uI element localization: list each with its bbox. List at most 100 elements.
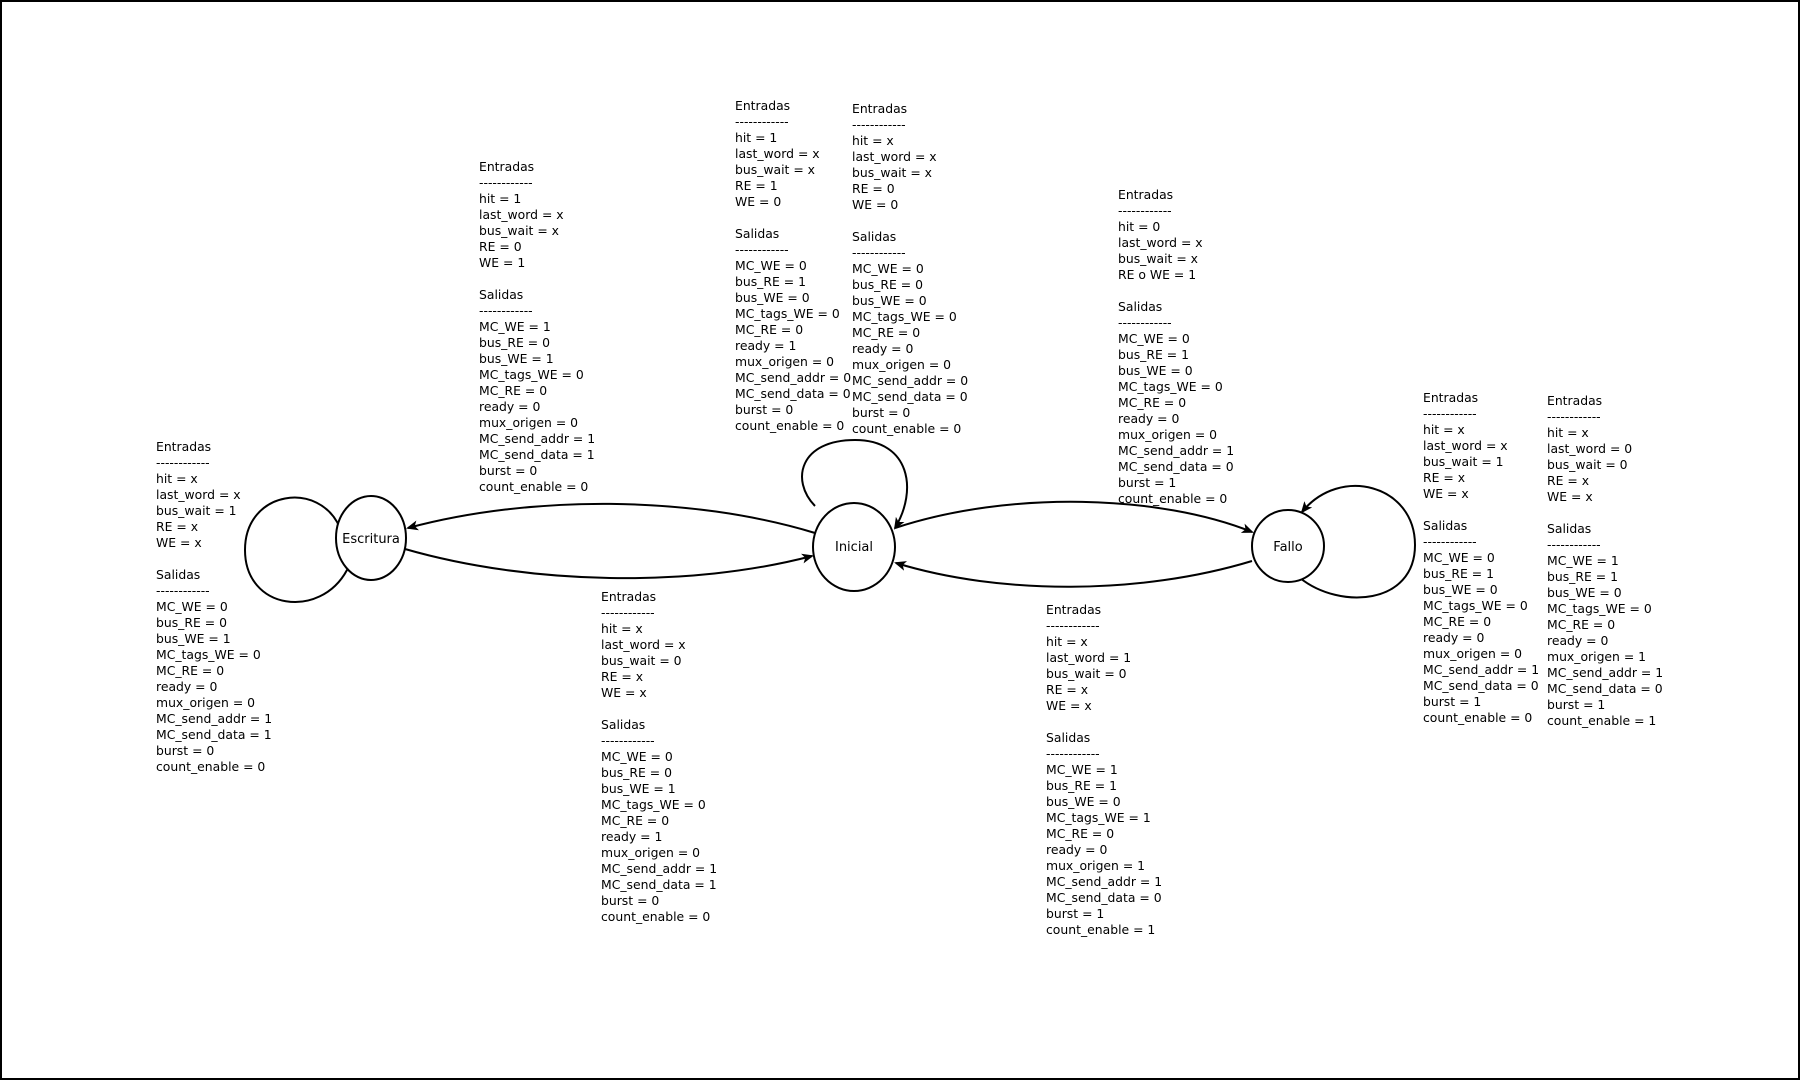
inputs-separator: ------------ (156, 455, 210, 470)
output-assignment: ready = 0 (1118, 411, 1180, 426)
output-assignment: MC_WE = 0 (156, 599, 228, 614)
block-spacer (1423, 502, 1539, 518)
input-condition: bus_wait = 0 (1046, 666, 1127, 681)
transition-fallo-self (1299, 485, 1417, 599)
input-condition: last_word = x (735, 146, 820, 161)
output-assignment: MC_send_data = 0 (1118, 459, 1234, 474)
output-assignment: MC_send_data = 0 (1547, 681, 1663, 696)
outputs-title: Salidas (852, 229, 897, 244)
input-condition: RE = x (156, 519, 199, 534)
output-assignment: MC_send_addr = 0 (852, 373, 969, 388)
inputs-title: Entradas (852, 101, 908, 116)
input-condition: WE = x (1547, 489, 1593, 504)
output-assignment: burst = 1 (1423, 694, 1482, 709)
input-condition: bus_wait = x (1118, 251, 1198, 266)
output-assignment: burst = 0 (479, 463, 538, 478)
outputs-title: Salidas (735, 226, 780, 241)
outputs-title: Salidas (1547, 521, 1592, 536)
input-condition: last_word = x (479, 207, 564, 222)
input-condition: bus_wait = x (852, 165, 932, 180)
input-condition: WE = 0 (852, 197, 899, 212)
outputs-title: Salidas (1118, 299, 1163, 314)
output-assignment: count_enable = 0 (601, 909, 711, 924)
output-assignment: MC_RE = 0 (1118, 395, 1187, 410)
transition-inicial-self (801, 438, 908, 530)
output-assignment: count_enable = 0 (852, 421, 962, 436)
input-condition: bus_wait = x (479, 223, 559, 238)
input-condition: hit = 1 (735, 130, 778, 145)
output-assignment: bus_RE = 1 (735, 274, 806, 289)
input-condition: bus_wait = 1 (156, 503, 237, 518)
output-assignment: MC_RE = 0 (479, 383, 548, 398)
block-spacer (601, 701, 717, 717)
block-spacer (479, 271, 595, 287)
outputs-title: Salidas (1423, 518, 1468, 533)
output-assignment: MC_RE = 0 (852, 325, 921, 340)
outputs-title: Salidas (479, 287, 524, 302)
output-assignment: MC_WE = 1 (479, 319, 551, 334)
output-assignment: MC_WE = 0 (1118, 331, 1190, 346)
inputs-separator: ------------ (479, 175, 533, 190)
output-assignment: count_enable = 0 (479, 479, 589, 494)
input-condition: RE = 0 (852, 181, 895, 196)
input-condition: hit = x (852, 133, 894, 148)
block-spacer (156, 551, 272, 567)
output-assignment: bus_WE = 0 (1046, 794, 1121, 809)
input-condition: WE = x (1423, 486, 1469, 501)
inputs-title: Entradas (479, 159, 535, 174)
state-fallo: Fallo (1251, 509, 1325, 583)
output-assignment: MC_send_addr = 1 (1046, 874, 1163, 889)
input-condition: last_word = 1 (1046, 650, 1132, 665)
output-assignment: burst = 0 (601, 893, 660, 908)
output-assignment: MC_tags_WE = 0 (156, 647, 261, 662)
state-inicial-label: Inicial (835, 540, 873, 555)
output-assignment: MC_WE = 0 (735, 258, 807, 273)
state-inicial: Inicial (812, 502, 896, 592)
outputs-separator: ------------ (1547, 537, 1601, 552)
input-condition: WE = x (601, 685, 647, 700)
output-assignment: burst = 1 (1118, 475, 1177, 490)
output-assignment: mux_origen = 1 (1046, 858, 1146, 873)
output-assignment: MC_tags_WE = 0 (479, 367, 584, 382)
inputs-title: Entradas (601, 589, 657, 604)
outputs-title: Salidas (1046, 730, 1091, 745)
output-assignment: bus_RE = 1 (1046, 778, 1117, 793)
output-assignment: MC_send_addr = 1 (1423, 662, 1540, 677)
output-assignment: burst = 1 (1547, 697, 1606, 712)
outputs-separator: ------------ (156, 583, 210, 598)
inputs-title: Entradas (1423, 390, 1479, 405)
output-assignment: MC_send_addr = 1 (156, 711, 273, 726)
transition-escritura-to-inicial (404, 548, 814, 580)
output-assignment: ready = 0 (1423, 630, 1485, 645)
output-assignment: bus_RE = 1 (1547, 569, 1618, 584)
outputs-separator: ------------ (735, 242, 789, 257)
input-condition: bus_wait = 1 (1423, 454, 1504, 469)
transition-inicial-to-fallo (894, 500, 1254, 533)
outputs-separator: ------------ (1423, 534, 1477, 549)
outputs-separator: ------------ (601, 733, 655, 748)
output-assignment: ready = 0 (1046, 842, 1108, 857)
input-condition: WE = x (1046, 698, 1092, 713)
output-assignment: count_enable = 0 (1118, 491, 1228, 506)
inputs-separator: ------------ (601, 605, 655, 620)
state-escritura: Escritura (335, 495, 407, 581)
block-spacer (735, 210, 851, 226)
output-assignment: MC_WE = 0 (1423, 550, 1495, 565)
output-assignment: bus_WE = 1 (156, 631, 231, 646)
input-condition: last_word = x (1423, 438, 1508, 453)
output-assignment: MC_tags_WE = 0 (1547, 601, 1652, 616)
input-condition: hit = x (1046, 634, 1088, 649)
input-condition: WE = 1 (479, 255, 526, 270)
output-assignment: MC_tags_WE = 0 (735, 306, 840, 321)
output-assignment: ready = 0 (852, 341, 914, 356)
inputs-title: Entradas (1547, 393, 1603, 408)
output-assignment: count_enable = 0 (1423, 710, 1533, 725)
input-condition: hit = 1 (479, 191, 522, 206)
